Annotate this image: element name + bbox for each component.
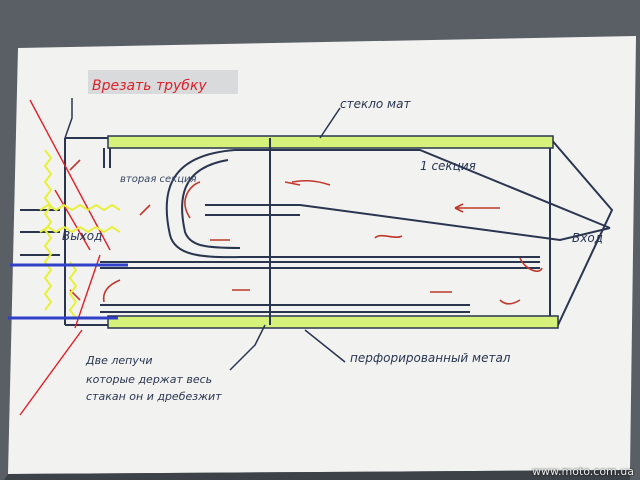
label-outlet: Выход [62,229,102,243]
label-two-tabs-1: Две лепучи [85,354,153,367]
label-two-tabs-2: которые держат весь [86,373,212,386]
paper-sheet [8,36,636,474]
watermark: www.moto.com.ua [532,465,634,478]
label-first-section: 1 секция [420,159,476,173]
leader-lines [64,98,346,371]
label-two-tabs-3: стакан он и дребезжит [86,390,222,403]
flow-arrows [69,159,543,305]
label-fiberglass-mat: стекло мат [340,97,411,111]
yellow-wiggles [39,149,121,319]
mat-strip-top [107,135,554,149]
label-perforated-metal: перфорированный метал [350,351,511,365]
label-second-section: вторая секция [120,174,197,185]
annotation-lines [19,99,111,416]
mat-strip-bottom [107,315,559,329]
title-backdrop [88,70,238,94]
label-inlet: Вход [572,231,603,245]
label-cut-in-tube: Врезать трубку [92,78,207,94]
paper-shadow-edge [4,470,630,480]
blue-bars [8,263,128,320]
